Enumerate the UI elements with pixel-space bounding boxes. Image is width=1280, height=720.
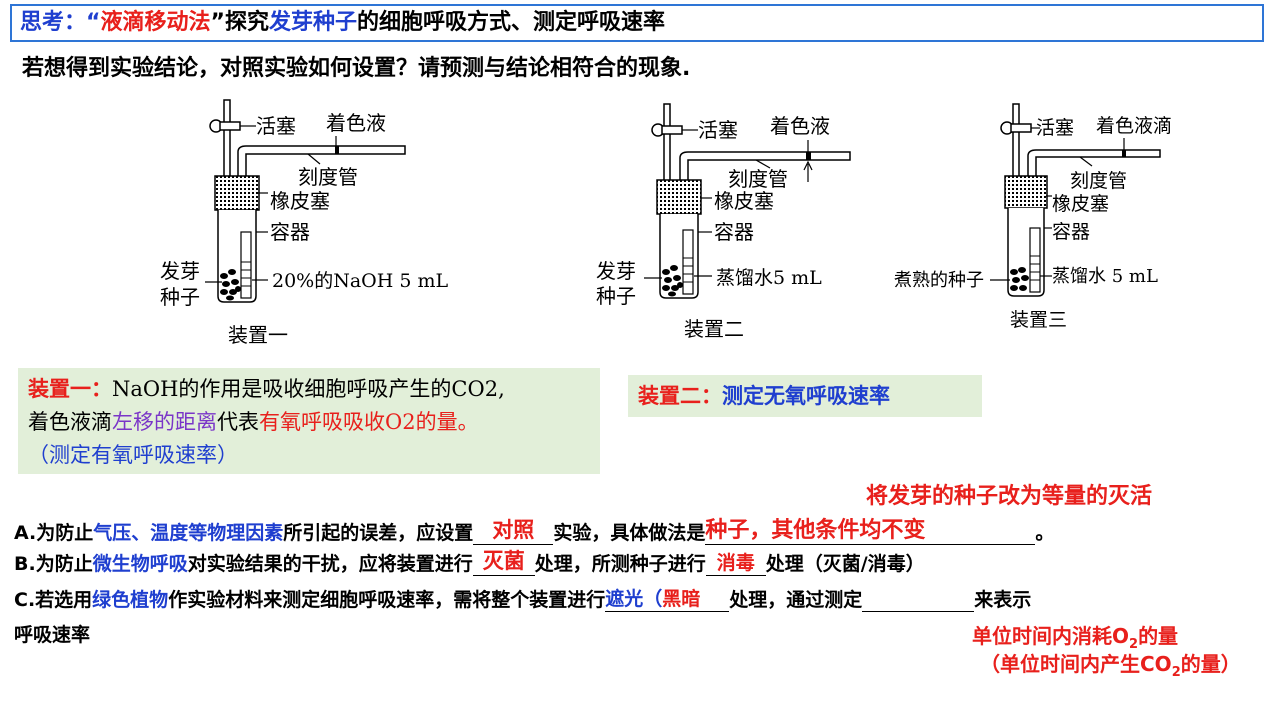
box1-line1: 装置一：NaOH的作用是吸收细胞呼吸产生的CO2, [28,376,505,401]
seeds-1 [220,269,241,301]
caption-2: 装置二 [684,317,744,341]
label-container-3: 容器 [1052,221,1090,243]
device1-explanation-box: 装置一：NaOH的作用是吸收细胞呼吸产生的CO2, 着色液滴左移的距离代表有氧呼… [18,368,600,474]
label-scale-tube-1: 刻度管 [298,165,358,189]
label-container-1: 容器 [270,220,310,244]
label-seeds-2a: 发芽 [596,259,636,283]
label-scale-tube-3: 刻度管 [1070,170,1127,192]
label-water-3: 蒸馏水 5 mL [1052,266,1158,287]
question-line-b: B.为防止微生物呼吸对实验结果的干扰，应将装置进行灭菌处理，所测种子进行消毒处理… [14,545,925,576]
label-stopcock-1: 活塞 [256,114,296,138]
label-seeds-2b: 种子 [596,284,636,308]
question-line-c-cont: 呼吸速率 [14,624,91,646]
box1-line2: 着色液滴左移的距离代表有氧呼吸吸收O2的量。 [28,410,479,434]
blank-c1: 遮光（黑暗 [605,584,730,612]
label-colored-drop-3: 着色液滴 [1096,115,1172,137]
blank-b2: 消毒 [705,548,766,576]
question-text: 若想得到实验结论，对照实验如何设置？请预测与结论相符合的现象. [22,56,691,81]
label-cooked-seeds: 煮熟的种子 [894,270,984,291]
blank-a1: 对照 [473,514,554,545]
caption-3: 装置三 [1010,309,1067,331]
label-stopper-3: 橡皮塞 [1052,193,1109,215]
label-naoh: 20%的NaOH 5 mL [272,270,449,292]
label-stopcock-3: 活塞 [1036,117,1074,139]
blank-b1: 灭菌 [472,545,535,576]
label-container-2: 容器 [714,220,754,244]
blank-c2 [862,589,975,612]
blank-a2: 种子，其他条件均不变 [705,512,1036,545]
label-stopcock-2: 活塞 [698,118,738,142]
label-colored-liquid-1: 着色液 [326,111,386,135]
apparatus-figures: 活塞 着色液 刻度管 橡皮塞 容器 发芽 种子 20%的NaOH 5 mL 装置… [160,99,1172,347]
caption-1: 装置一 [228,323,288,347]
answer-a2-line1: 将发芽的种子改为等量的灭活 [866,484,1153,509]
answer-c2-line1: 单位时间内消耗O2的量 [972,624,1179,652]
label-water-2: 蒸馏水5 mL [716,267,822,289]
device2-explanation-box: 装置二：测定无氧呼吸速率 [628,375,982,417]
seeds-2 [662,265,683,297]
label-stopper-2: 橡皮塞 [714,189,774,213]
label-scale-tube-2: 刻度管 [728,167,788,191]
answer-c2-line2: （单位时间内产生CO2的量） [980,652,1241,680]
apparatus-2: 活塞 着色液 刻度管 橡皮塞 容器 发芽 种子 蒸馏水5 mL 装置二 [596,103,851,341]
seeds-3 [1010,267,1029,291]
question-line-c: C.若选用绿色植物作实验材料来测定细胞呼吸速率，需将整个装置进行遮光（黑暗处理，… [14,584,1031,612]
label-stopper-1: 橡皮塞 [270,189,330,213]
slide-title: 思考：“液滴移动法”探究发芽种子的细胞呼吸方式、测定呼吸速率 [10,4,1264,42]
label-seeds-1a: 发芽 [160,259,200,283]
apparatus-3: 活塞 着色液滴 刻度管 橡皮塞 容器 煮熟的种子 蒸馏水 5 mL 装置三 [894,103,1172,331]
apparatus-1: 活塞 着色液 刻度管 橡皮塞 容器 发芽 种子 20%的NaOH 5 mL 装置… [160,99,449,347]
label-colored-liquid-2: 着色液 [770,114,830,138]
question-line-a: A.为防止气压、温度等物理因素所引起的误差，应设置对照实验，具体做法是种子，其他… [14,512,1054,545]
box1-line3: （测定有氧呼吸速率） [28,443,238,467]
label-seeds-1b: 种子 [160,285,200,309]
